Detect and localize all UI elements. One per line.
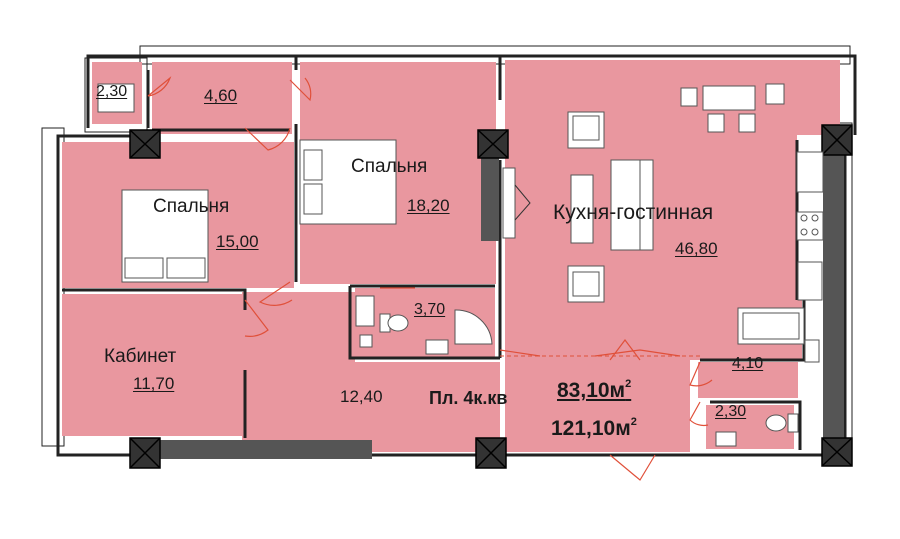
kitchen-living-name: Кухня-гостинная bbox=[553, 201, 714, 224]
total-area-unit-power: 2 bbox=[630, 416, 637, 428]
total-area-value: 121,10м bbox=[551, 417, 631, 440]
hall-top-area: 4,60 bbox=[204, 86, 238, 105]
kitchen-living-area: 46,80 bbox=[675, 239, 718, 258]
living-area: 83,10м2 bbox=[557, 378, 632, 402]
living-area-unit-power: 2 bbox=[625, 378, 632, 390]
office-name: Кабинет bbox=[104, 346, 177, 367]
bathroom-2-area: 4,10 bbox=[732, 355, 764, 372]
columns bbox=[129, 124, 853, 469]
door-swings bbox=[147, 76, 713, 481]
office-area: 11,70 bbox=[133, 374, 175, 393]
apartment-label: Пл. 4к.кв bbox=[429, 388, 508, 408]
bedroom-left-name: Спальня bbox=[153, 196, 230, 217]
bedroom-left-area: 15,00 bbox=[216, 232, 259, 251]
balcony-area: 2,30 bbox=[96, 83, 128, 100]
furniture bbox=[97, 83, 824, 447]
partitions bbox=[160, 140, 844, 459]
wc-area: 2,30 bbox=[715, 403, 747, 420]
living-area-value: 83,10м bbox=[557, 379, 626, 402]
floor-fills bbox=[62, 60, 840, 452]
bedroom-top-name: Спальня bbox=[351, 156, 428, 177]
bedroom-top-area: 18,20 bbox=[407, 196, 450, 215]
bathroom-1-area: 3,70 bbox=[414, 301, 446, 318]
tv-cone bbox=[514, 184, 531, 221]
corridor-area: 12,40 bbox=[340, 387, 383, 406]
total-area: 121,10м2 bbox=[551, 416, 637, 440]
